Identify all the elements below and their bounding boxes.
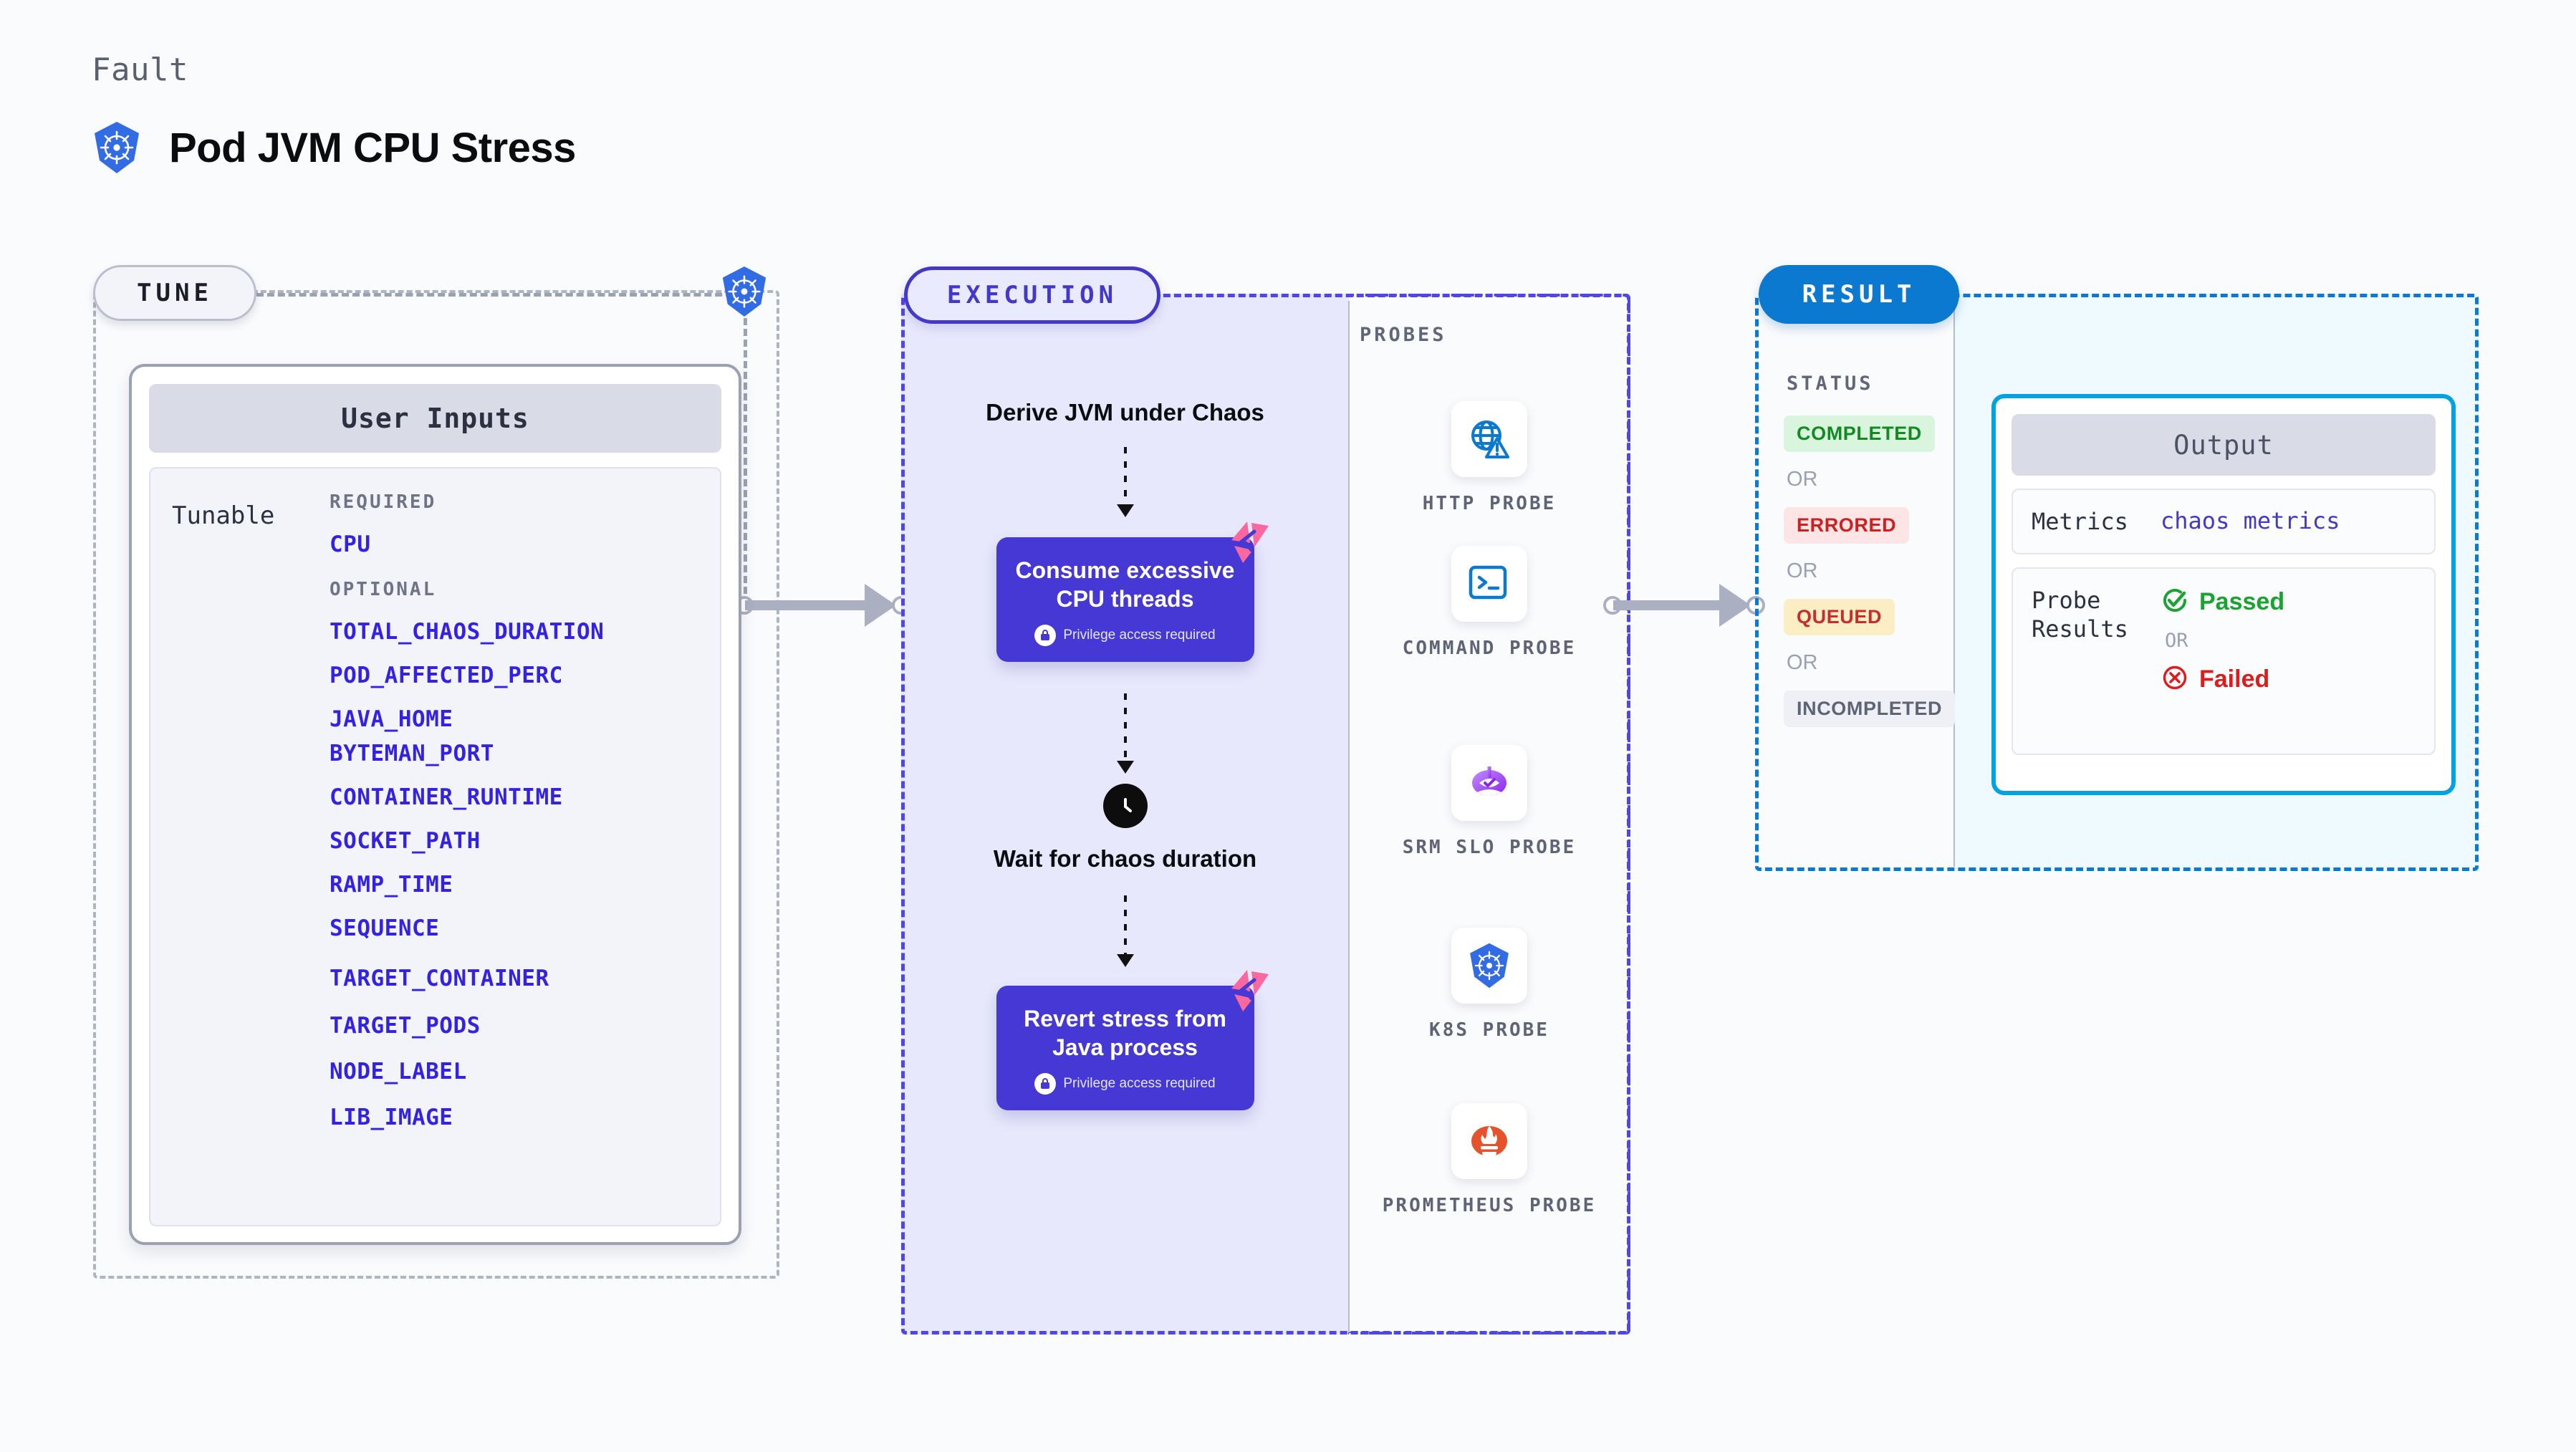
output-probe-key: Probe Results xyxy=(2032,587,2128,643)
lock-icon xyxy=(1034,625,1057,647)
page-title-text: Pod JVM CPU Stress xyxy=(169,124,576,171)
tune-region xyxy=(93,290,779,1279)
kubernetes-icon xyxy=(92,120,142,175)
probe-label: PROMETHEUS PROBE xyxy=(1382,1195,1597,1216)
probe-label: HTTP PROBE xyxy=(1422,493,1557,514)
param-lib-image[interactable]: LIB_IMAGE xyxy=(330,1105,453,1130)
tunable-row-label: Tunable xyxy=(172,501,275,530)
probe-prometheus[interactable]: PROMETHEUS PROBE xyxy=(1348,1103,1630,1218)
probes-region xyxy=(1348,294,1630,1335)
required-group-title: REQUIRED xyxy=(330,491,437,513)
probe-srm-slo[interactable]: SRM SLO PROBE xyxy=(1348,745,1630,860)
output-metrics-key: Metrics xyxy=(2032,508,2128,535)
probe-label: SRM SLO PROBE xyxy=(1402,837,1577,858)
clock-icon xyxy=(1102,784,1148,829)
param-pod-affected-perc[interactable]: POD_AFFECTED_PERC xyxy=(330,663,563,688)
chaos-corner-badge-icon xyxy=(1219,967,1272,1014)
output-title: Output xyxy=(2012,414,2436,476)
param-ramp-time[interactable]: RAMP_TIME xyxy=(330,872,453,898)
user-inputs-title: User Inputs xyxy=(149,384,721,453)
status-or-2: OR xyxy=(1787,559,1818,582)
probe-http[interactable]: HTTP PROBE xyxy=(1348,401,1630,516)
step-title: Consume excessive CPU threads xyxy=(1015,557,1235,612)
passed-label: Passed xyxy=(2199,588,2285,615)
output-metrics-value[interactable]: chaos metrics xyxy=(2161,507,2340,534)
fault-kicker: Fault xyxy=(92,52,188,88)
param-target-pods[interactable]: TARGET_PODS xyxy=(330,1013,481,1039)
output-card: Output Metrics chaos metrics Probe Resul… xyxy=(1991,394,2456,795)
probe-result-values: Passed OR Failed xyxy=(2161,586,2284,736)
probe-label: K8S PROBE xyxy=(1429,1019,1549,1041)
user-inputs-card: User Inputs Tunable REQUIRED CPU OPTIONA… xyxy=(129,364,741,1245)
execution-intro-text: Derive JVM under Chaos xyxy=(986,399,1264,425)
flow-arrow-3 xyxy=(1116,895,1134,967)
tune-label-pill[interactable]: TUNE xyxy=(93,265,256,321)
execution-probes-divider xyxy=(1348,301,1350,1332)
x-circle-icon xyxy=(2161,663,2189,696)
chaos-corner-badge-icon xyxy=(1219,519,1272,566)
tune-connector-dash-h xyxy=(256,293,744,297)
tune-connector-dash-v xyxy=(744,318,747,605)
param-java-home[interactable]: JAVA_HOME xyxy=(330,706,453,732)
param-target-container[interactable]: TARGET_CONTAINER xyxy=(330,966,549,991)
status-badge-queued: QUEUED xyxy=(1784,599,1895,635)
lock-icon xyxy=(1034,1072,1057,1095)
step-title: Revert stress from Java process xyxy=(1024,1005,1226,1060)
step-privilege-note: Privilege access required xyxy=(1011,625,1240,647)
probe-result-passed: Passed xyxy=(2161,586,2284,618)
probe-result-failed: Failed xyxy=(2161,663,2284,696)
param-cpu[interactable]: CPU xyxy=(330,532,371,557)
globe-warning-icon xyxy=(1451,401,1527,477)
output-metrics-row: Metrics chaos metrics xyxy=(2012,489,2436,554)
step-privilege-note: Privilege access required xyxy=(1011,1072,1240,1095)
param-sequence[interactable]: SEQUENCE xyxy=(330,915,440,941)
prometheus-icon xyxy=(1451,1103,1527,1179)
terminal-icon xyxy=(1451,546,1527,622)
failed-label: Failed xyxy=(2199,665,2270,693)
wait-label: Wait for chaos duration xyxy=(993,845,1257,872)
execution-label-pill[interactable]: EXECUTION xyxy=(904,266,1160,324)
kubernetes-node-icon xyxy=(720,265,769,322)
status-badge-incompleted: INCOMPLETED xyxy=(1784,691,1956,727)
param-node-label[interactable]: NODE_LABEL xyxy=(330,1059,467,1085)
execution-flow: Derive JVM under Chaos Consume excessive… xyxy=(901,294,1349,1110)
flow-arrow-2 xyxy=(1116,693,1134,774)
status-or-1: OR xyxy=(1787,468,1818,491)
page-title: Pod JVM CPU Stress xyxy=(92,120,576,175)
probe-label: COMMAND PROBE xyxy=(1402,638,1577,659)
probes-section-title: PROBES xyxy=(1360,324,1447,346)
probe-result-or: OR xyxy=(2165,630,2188,652)
status-badge-completed: COMPLETED xyxy=(1784,415,1935,452)
status-or-3: OR xyxy=(1787,651,1818,674)
step-note-text: Privilege access required xyxy=(1063,1075,1216,1091)
status-list: COMPLETED OR ERRORED OR QUEUED OR INCOMP… xyxy=(1784,415,1956,727)
execution-step-revert-stress[interactable]: Revert stress from Java process Privileg… xyxy=(996,969,1269,1110)
result-label-pill[interactable]: RESULT xyxy=(1759,265,1959,324)
param-container-runtime[interactable]: CONTAINER_RUNTIME xyxy=(330,784,563,810)
param-socket-path[interactable]: SOCKET_PATH xyxy=(330,828,481,854)
probe-k8s[interactable]: K8S PROBE xyxy=(1348,928,1630,1043)
step-note-text: Privilege access required xyxy=(1063,628,1216,643)
optional-group-title: OPTIONAL xyxy=(330,579,437,600)
probe-command[interactable]: COMMAND PROBE xyxy=(1348,546,1630,661)
result-region xyxy=(1755,294,2479,871)
srm-slo-icon xyxy=(1451,745,1527,821)
tunable-body: Tunable REQUIRED CPU OPTIONAL TOTAL_CHAO… xyxy=(149,467,721,1226)
kubernetes-icon xyxy=(1451,928,1527,1004)
param-byteman-port[interactable]: BYTEMAN_PORT xyxy=(330,741,494,766)
status-section-title: STATUS xyxy=(1787,372,1874,395)
param-total-chaos-duration[interactable]: TOTAL_CHAOS_DURATION xyxy=(330,619,605,645)
execution-step-consume-cpu[interactable]: Consume excessive CPU threads Privilege … xyxy=(996,521,1269,663)
status-badge-errored: ERRORED xyxy=(1784,507,1910,544)
flow-arrow-1 xyxy=(1116,447,1134,518)
output-probe-results-row: Probe Results Passed OR xyxy=(2012,567,2436,755)
tunable-params-list: REQUIRED CPU OPTIONAL TOTAL_CHAOS_DURATI… xyxy=(330,491,720,1225)
check-circle-icon xyxy=(2161,586,2189,618)
status-output-divider xyxy=(1953,301,1955,867)
